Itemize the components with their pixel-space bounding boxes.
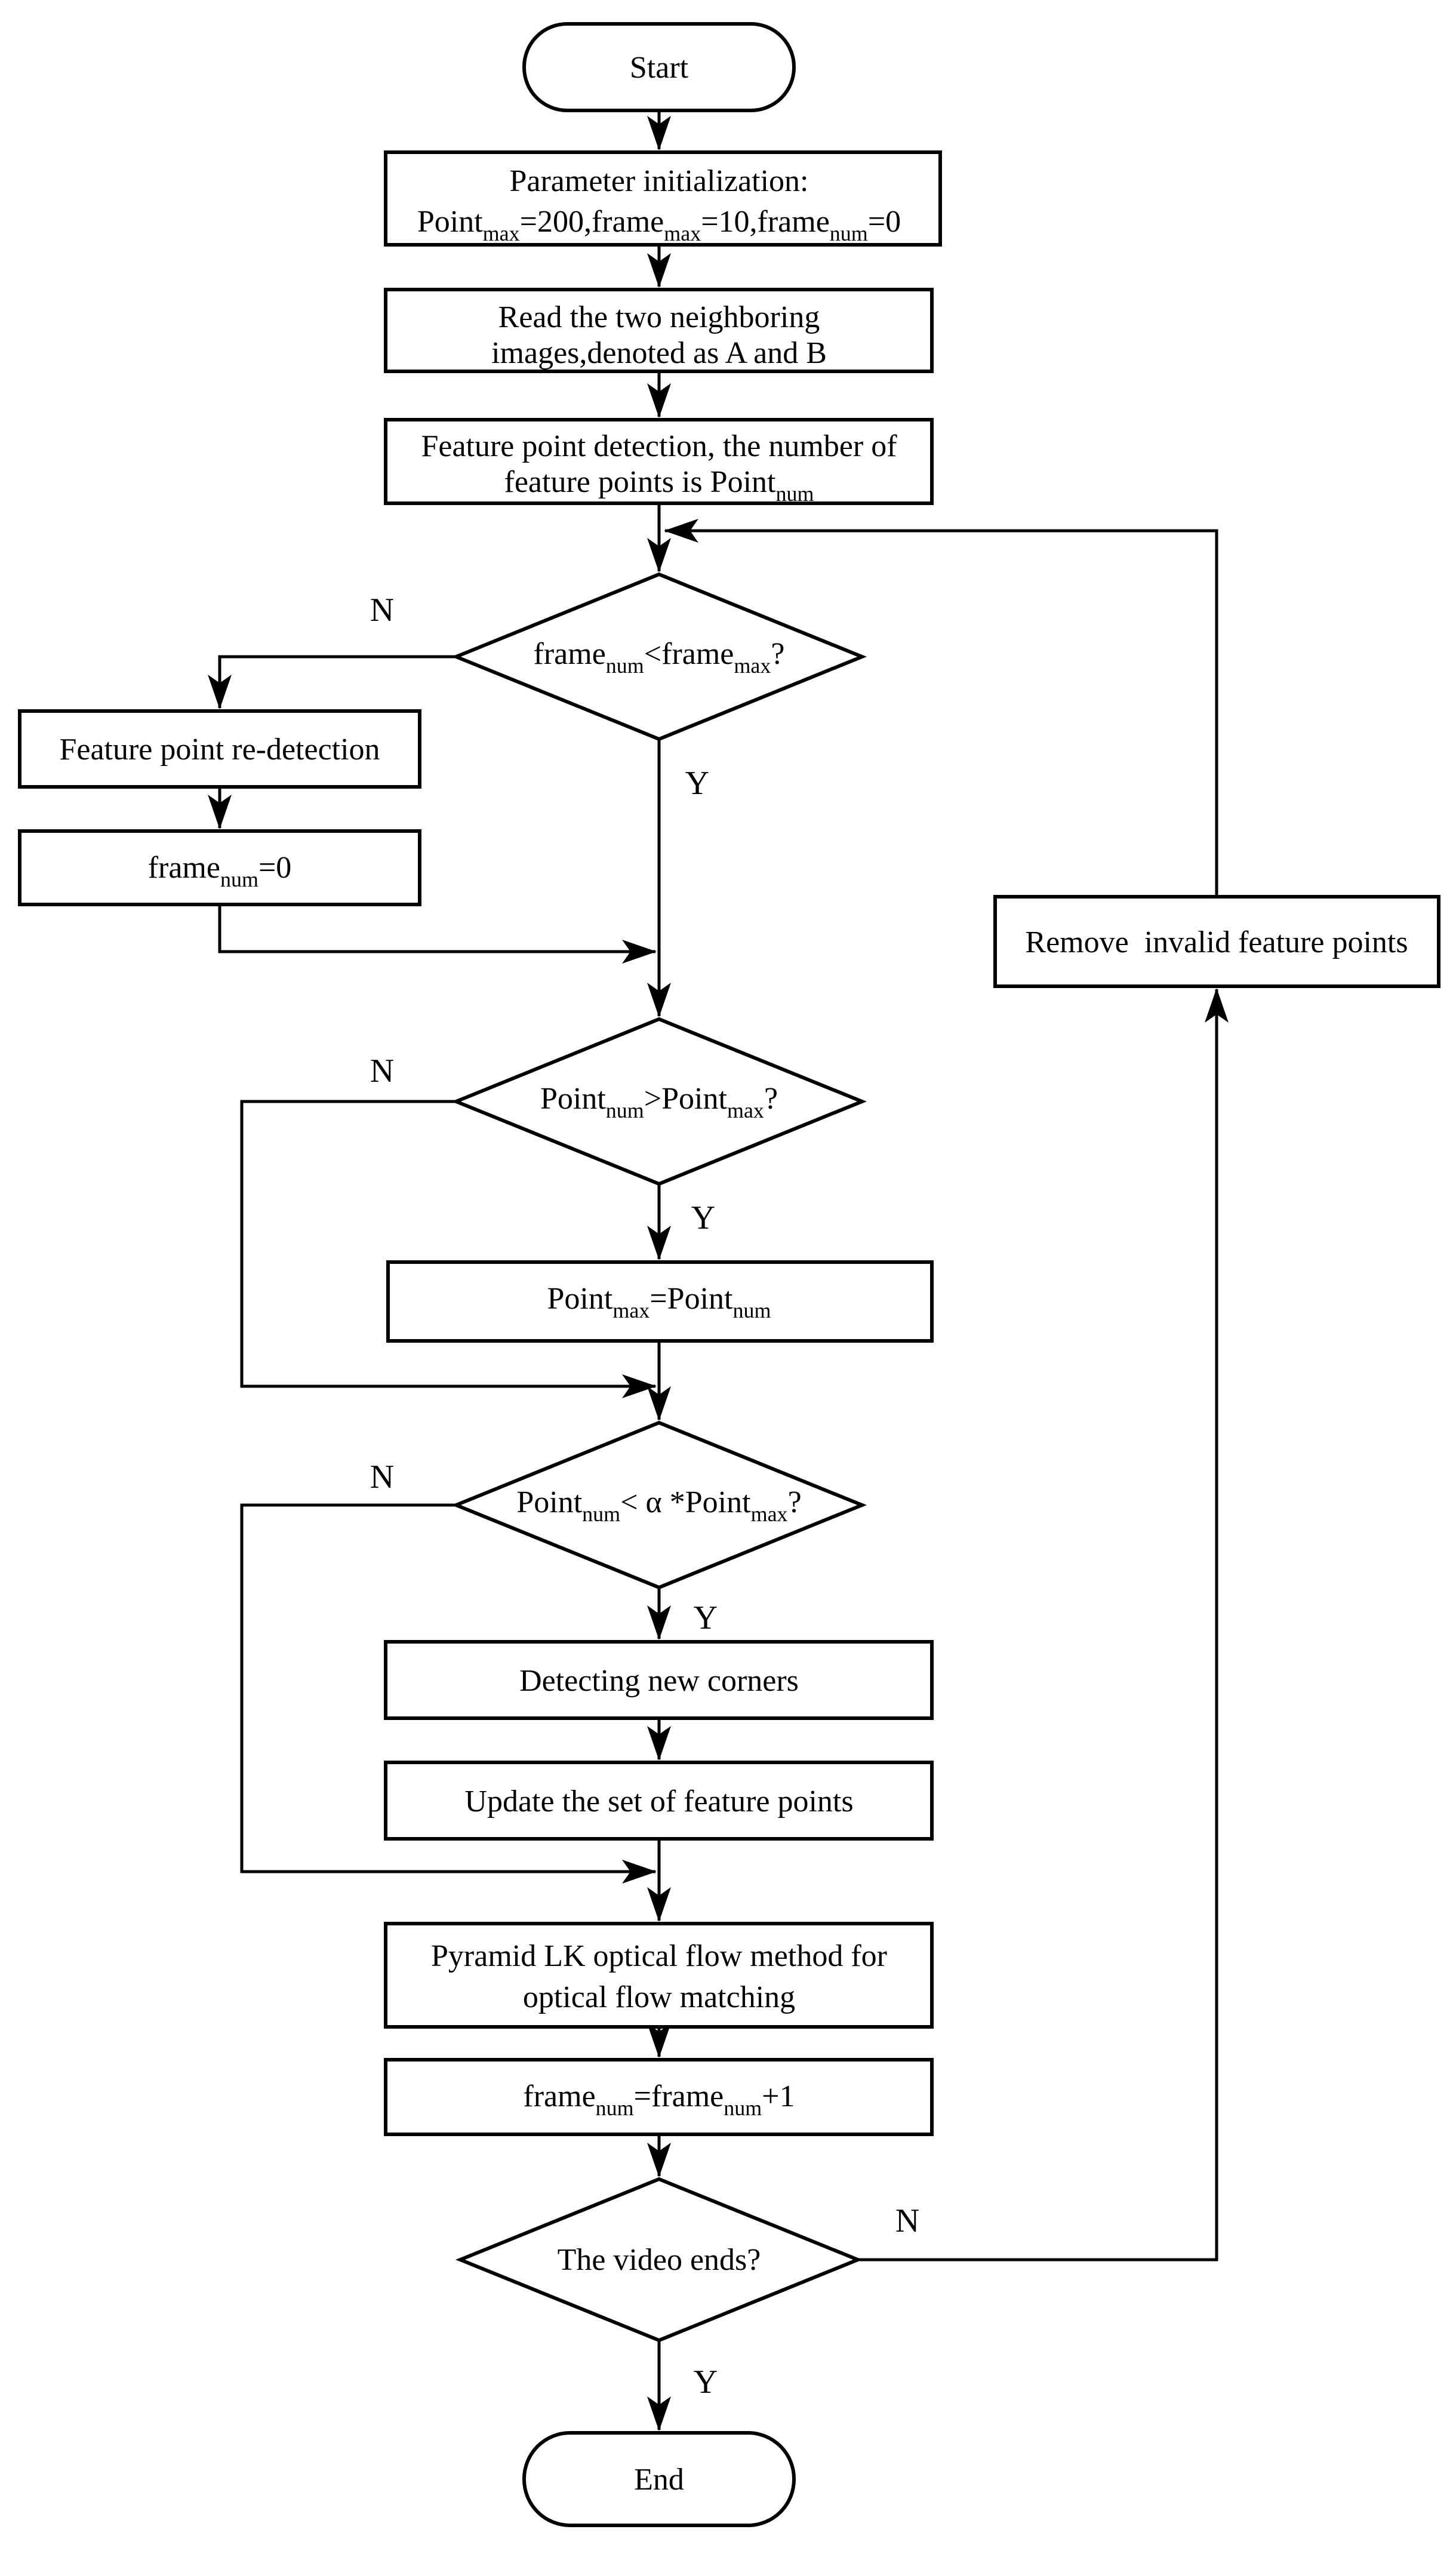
alpha-threshold-decision-label: Pointnum< α *Pointmax? <box>516 1485 801 1526</box>
alpha-decision-no-label: N <box>370 1459 394 1496</box>
alpha-decision-yes-label: Y <box>694 1599 718 1636</box>
video-decision-no-label: N <box>895 2202 919 2239</box>
point-count-decision <box>451 1017 867 1186</box>
edges <box>208 110 1229 2431</box>
parameter-initialization-line2: Pointmax=200,framemax=10,framenum=0 <box>417 205 901 245</box>
edge-frame-decision-no <box>208 655 456 709</box>
feature-detection-line1: Feature point detection, the number of <box>421 429 897 463</box>
branch-labels: N Y N Y N Y N Y <box>370 592 919 2401</box>
end-label: End <box>634 2463 684 2497</box>
edge-video-decision-no <box>858 988 1229 2261</box>
parameter-initialization-box <box>384 150 942 247</box>
remove-invalid-points-box <box>993 895 1440 988</box>
read-images-line2: images,denoted as A and B <box>491 336 827 370</box>
feature-redetection-box <box>18 709 421 789</box>
frame-increment-label: framenum=framenum+1 <box>523 2079 795 2120</box>
video-end-decision <box>455 2177 863 2343</box>
detect-corners-label: Detecting new corners <box>519 1664 799 1698</box>
frame-reset-label: framenum=0 <box>148 851 292 891</box>
point-max-update-box <box>386 1260 934 1343</box>
edge-point-decision-no <box>240 1100 657 1398</box>
point-decision-yes-label: Y <box>691 1199 715 1236</box>
frame-decision-no-label: N <box>370 592 394 629</box>
detect-corners-box <box>384 1640 934 1720</box>
lk-optical-flow-line2: optical flow matching <box>523 1980 795 2014</box>
feature-redetection-label: Feature point re-detection <box>59 733 380 767</box>
frame-count-decision <box>451 572 867 741</box>
read-images-box <box>384 288 934 373</box>
frame-increment-box <box>384 2058 934 2136</box>
start-label: Start <box>630 51 689 85</box>
start-terminator <box>522 22 796 112</box>
update-points-box <box>384 1761 934 1841</box>
frame-reset-box <box>18 829 421 906</box>
edge-alpha-decision-no <box>240 1503 657 1884</box>
alpha-threshold-decision <box>451 1420 867 1590</box>
lk-optical-flow-line1: Pyramid LK optical flow method for <box>431 1939 887 1973</box>
read-images-line1: Read the two neighboring <box>498 300 820 334</box>
end-terminator <box>522 2431 796 2527</box>
remove-invalid-points-label: Remove invalid feature points <box>1025 925 1408 959</box>
edge-feedback-return <box>664 519 1218 897</box>
edge-frame-reset-merge <box>218 904 657 964</box>
frame-decision-yes-label: Y <box>685 765 709 802</box>
frame-count-decision-label: framenum<framemax? <box>534 637 785 678</box>
point-max-update-label: Pointmax=Pointnum <box>547 1282 771 1322</box>
point-count-decision-label: Pointnum>Pointmax? <box>540 1082 778 1122</box>
point-decision-no-label: N <box>370 1053 394 1090</box>
lk-optical-flow-box <box>384 1922 934 2029</box>
update-points-label: Update the set of feature points <box>464 1784 853 1819</box>
parameter-initialization-line1: Parameter initialization: <box>509 164 808 198</box>
nodes: Start Parameter initialization: Pointmax… <box>18 22 1440 2527</box>
video-end-decision-label: The video ends? <box>558 2243 761 2277</box>
feature-detection-line2: feature points is Pointnum <box>504 465 814 506</box>
video-decision-yes-label: Y <box>694 2364 718 2401</box>
feature-detection-box <box>384 418 934 505</box>
